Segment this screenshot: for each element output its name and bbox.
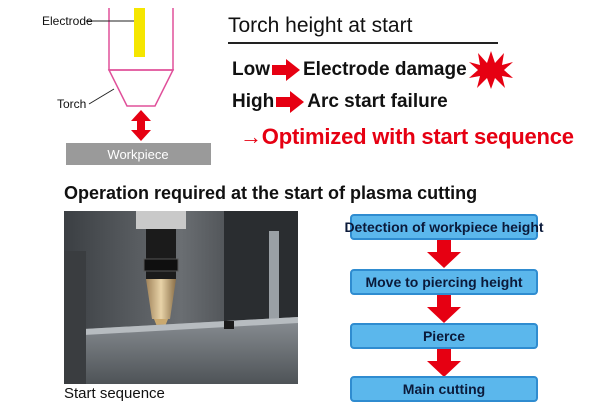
photo-caption: Start sequence: [64, 385, 165, 402]
workpiece: [66, 143, 211, 165]
photo-nozzle: [146, 279, 176, 319]
torch-label: Torch: [57, 97, 86, 111]
plate-edge: [84, 317, 298, 335]
operation-title: Operation required at the start of plasm…: [64, 183, 478, 203]
flow-step-detection: Detection of workpiece height: [344, 214, 544, 240]
red-down-arrow-icon: [427, 349, 461, 377]
red-down-arrow-icon: [427, 240, 461, 268]
torch-diagram: Electrode Torch Workpiece: [42, 8, 211, 165]
low-label: Low: [232, 59, 270, 80]
optimized-statement: →Optimized with start sequence: [240, 124, 574, 149]
red-double-arrow-icon: [131, 110, 151, 141]
flow-step-move: Move to piercing height: [350, 269, 538, 295]
electrode: [134, 8, 145, 57]
high-effect: Arc start failure: [307, 91, 448, 112]
torch-leader-line: [88, 88, 115, 105]
start-sequence-photo: [64, 211, 298, 384]
title-underline: [228, 42, 498, 44]
torch-height-title: Torch height at start: [228, 14, 413, 37]
high-label: High: [232, 91, 275, 112]
torch-ring: [143, 258, 179, 272]
red-right-arrow-icon: [276, 91, 305, 113]
flow-step-main-cutting: Main cutting: [350, 376, 538, 402]
red-burst-icon: [468, 51, 513, 89]
frame-rail: [269, 231, 279, 351]
torch-holder: [136, 211, 186, 229]
left-post: [64, 251, 86, 384]
low-effect: Electrode damage: [303, 59, 467, 80]
electrode-label: Electrode: [42, 14, 93, 28]
red-right-arrow-icon: [272, 59, 300, 81]
torch-nozzle: [107, 69, 175, 107]
workpiece-label: Workpiece: [107, 147, 168, 162]
workpiece-plate: [84, 317, 298, 384]
red-down-arrow-icon: [427, 295, 461, 323]
flow-step-pierce: Pierce: [350, 323, 538, 349]
high-row: High Arc start failure: [232, 89, 448, 115]
low-row: Low Electrode damage: [232, 51, 514, 89]
plate-marker: [224, 321, 234, 329]
photo-illustration: [64, 211, 298, 384]
